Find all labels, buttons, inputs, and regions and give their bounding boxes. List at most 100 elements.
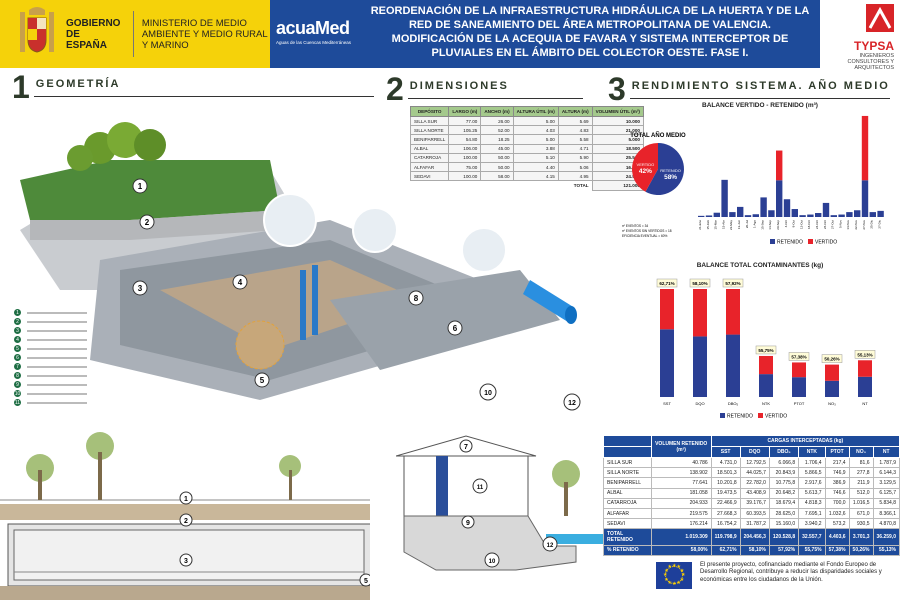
x-tick-label: 5-Nov	[838, 220, 842, 229]
eu-star-icon: ★	[667, 579, 672, 586]
table-cell: 43.408,9	[739, 487, 770, 499]
table-cell: 1.016,5	[848, 497, 874, 509]
table-cell: 27.668,3	[710, 507, 741, 520]
section-rule	[408, 98, 583, 99]
legend-number: 7	[14, 363, 21, 370]
table-cell: 5.000	[591, 134, 644, 145]
section-callout-5: 5	[359, 573, 370, 587]
column-header: PTOT	[824, 446, 850, 458]
eu-flag-icon: ★★★★★★★★★★★★	[656, 562, 692, 589]
x-tick-label: 24-Oct	[815, 220, 819, 229]
bar-retenido	[825, 380, 839, 397]
bar-vertido	[858, 360, 872, 377]
table-cell: 930,5	[848, 518, 874, 530]
section-number: 1	[12, 69, 30, 105]
table-cell: 22.466,9	[710, 497, 741, 509]
table-group-header-row: VOLUMEN RETENIDO (m³) CARGAS INTERCEPTAD…	[603, 435, 900, 458]
section-callout-1: 1	[179, 491, 193, 505]
pie-slice-label: RETENIDO	[660, 168, 681, 173]
table-cell: 4.95	[557, 171, 593, 182]
table-cell: 6.125,7	[872, 487, 900, 499]
cargas-interceptadas-table: VOLUMEN RETENIDO (m³) CARGAS INTERCEPTAD…	[603, 435, 900, 556]
bar-vertido	[693, 289, 707, 337]
callout-2: 2	[139, 214, 155, 230]
svg-text:1: 1	[184, 496, 188, 503]
table-cell: 100.00	[448, 171, 482, 182]
table-cell: 5.58	[557, 134, 593, 145]
bar-vertido	[792, 362, 806, 378]
percent-box	[854, 350, 876, 359]
eu-star-icon: ★	[681, 572, 686, 578]
table-cell: 700,0	[824, 497, 850, 509]
x-tick-label: 29-Sep	[776, 220, 780, 230]
table-cell: 6.066,8	[768, 456, 800, 469]
project-title: Reordenación de la infraestructura hidrá…	[360, 0, 820, 68]
legend-text-placeholder	[27, 320, 87, 323]
table-cell: 18.25	[480, 134, 514, 145]
legend-swatch	[770, 239, 775, 244]
eu-star-icon: ★	[672, 563, 677, 569]
table-cell: SILLA NORTE	[603, 467, 652, 479]
bar-retenido	[693, 336, 707, 397]
section-geometria-heading: 1 GEOMETRÍA	[12, 69, 374, 105]
table-cell: 211,9	[848, 477, 874, 489]
bar-retenido	[737, 206, 744, 217]
legend-text-placeholder	[27, 347, 87, 350]
percent-label: 57,92%	[725, 281, 740, 286]
table-cell: 4.83	[557, 125, 593, 136]
table-cell: 31.787,2	[739, 518, 770, 530]
coat-of-arms-icon	[16, 6, 58, 62]
legend-text-placeholder	[27, 338, 87, 341]
x-tick-label: 15-Sep	[760, 220, 764, 230]
column-header: ANCHO (m)	[480, 106, 514, 117]
bar-retenido	[721, 179, 728, 217]
legend-text-placeholder	[27, 356, 87, 359]
pump-callout-9: 9	[461, 515, 475, 529]
table-cell: 746,9	[824, 467, 850, 479]
header-banner: GOBIERNO DE ESPAÑA MINISTERIO DE MEDIO A…	[0, 0, 900, 71]
table-cell: 44.025,7	[739, 467, 770, 479]
column-header: DBO₅	[768, 446, 800, 458]
eu-star-icon: ★	[676, 579, 681, 586]
svg-text:10: 10	[489, 559, 496, 565]
table-cell: 3.940,2	[798, 518, 826, 530]
table-cell: 18.679,4	[768, 497, 800, 509]
pie-slice-vertido	[632, 143, 658, 192]
table-cell: 204.933	[650, 497, 712, 509]
table-cell: 5.00	[512, 134, 559, 145]
government-block: GOBIERNO DE ESPAÑA MINISTERIO DE MEDIO A…	[0, 0, 270, 68]
callout-5: 5	[254, 372, 270, 388]
table-cell: 50.00	[480, 161, 514, 173]
legend-number: 9	[14, 381, 21, 388]
eu-star-icon: ★	[664, 567, 669, 574]
percent-label: 57,38%	[791, 354, 806, 359]
column-header: DEPÓSITO	[409, 106, 450, 117]
percent-label: 55,13%	[857, 352, 872, 357]
table-cell: 58,00%	[650, 544, 712, 556]
typsa-name: TYPSA	[853, 39, 894, 53]
x-tick-label: 27-Nov	[862, 220, 866, 230]
table-cell: 4.15	[512, 171, 559, 182]
section-label: DIMENSIONES	[409, 80, 509, 92]
x-tick-label: 13-Jun	[737, 220, 741, 230]
x-tick-label: 8-Oct	[792, 220, 796, 228]
bar-vertido	[759, 355, 773, 375]
table-cell: 746,6	[824, 487, 850, 499]
table-cell: 58.00	[480, 171, 514, 182]
bar-retenido	[791, 209, 798, 217]
table-cell: 10.201,8	[710, 477, 741, 489]
table-cell: BENIPARRELL	[603, 477, 652, 489]
table-cell: ALBAL	[409, 143, 450, 154]
bar-vertido	[776, 150, 783, 181]
svg-text:3: 3	[184, 558, 188, 565]
eu-star-icon: ★	[679, 567, 685, 574]
legend-item: 6	[14, 353, 112, 362]
table-cell: CATARROJA	[603, 497, 652, 509]
